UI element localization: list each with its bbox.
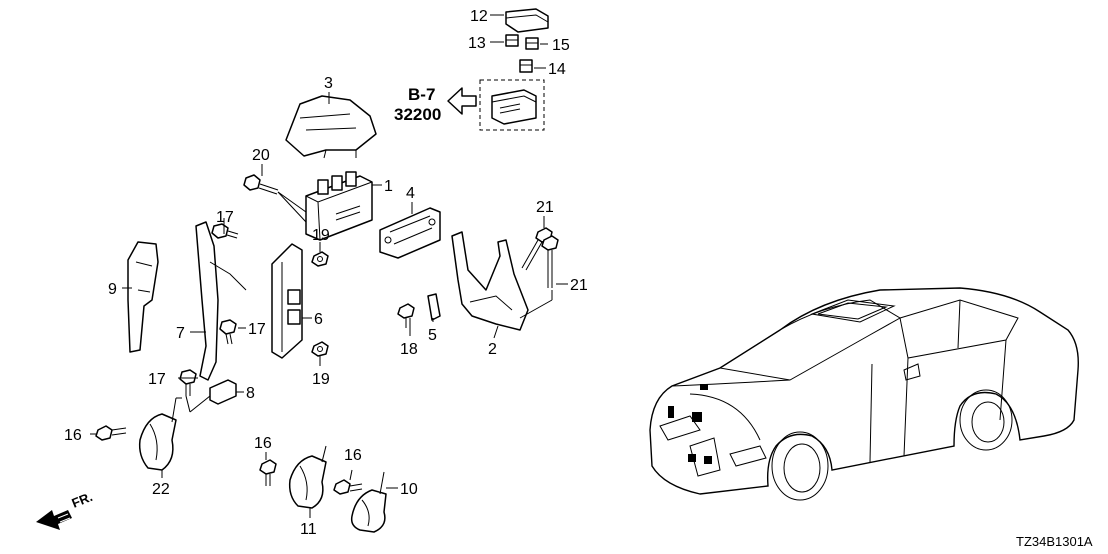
callout-12: 12 bbox=[470, 8, 488, 25]
part-10-horn bbox=[350, 471, 387, 533]
part-1-control-unit bbox=[305, 171, 373, 241]
callout-9: 9 bbox=[108, 281, 117, 298]
callout-2: 2 bbox=[488, 341, 497, 358]
callout-16-left: 16 bbox=[64, 427, 82, 444]
callout-13: 13 bbox=[468, 35, 486, 52]
callout-19-upper: 19 bbox=[312, 227, 330, 244]
part-5-clip bbox=[427, 293, 441, 321]
callout-4: 4 bbox=[406, 185, 415, 202]
callout-15: 15 bbox=[552, 37, 570, 54]
callout-21-lower: 21 bbox=[570, 277, 588, 294]
part-6-module bbox=[271, 243, 303, 359]
part-2-bracket bbox=[451, 231, 529, 331]
callout-16-middle: 16 bbox=[254, 435, 272, 452]
part-17-bolt-upper bbox=[211, 223, 239, 239]
callouts: 12 13 15 14 3 20 1 4 21 17 19 9 21 6 7 1… bbox=[64, 8, 588, 538]
part-16-bolt-right bbox=[333, 479, 363, 495]
callout-5: 5 bbox=[428, 327, 437, 344]
callout-17-lower: 17 bbox=[148, 371, 166, 388]
reference-arrow bbox=[447, 87, 477, 115]
part-17-bolt-lower bbox=[179, 369, 197, 396]
callout-8: 8 bbox=[246, 385, 255, 402]
reference-section: B-7 bbox=[408, 85, 435, 104]
part-14-relay bbox=[519, 59, 533, 73]
callout-17-upper: 17 bbox=[216, 209, 234, 226]
reference-fuse-box bbox=[479, 79, 545, 131]
callout-16-right: 16 bbox=[344, 447, 362, 464]
callout-18: 18 bbox=[400, 341, 418, 358]
part-13-relay bbox=[505, 34, 519, 47]
part-17-bolt-middle bbox=[219, 319, 237, 345]
callout-19-lower: 19 bbox=[312, 371, 330, 388]
callout-11: 11 bbox=[300, 521, 317, 538]
callout-7: 7 bbox=[176, 325, 185, 342]
part-22-horn bbox=[138, 397, 182, 471]
drawing-code: TZ34B1301A bbox=[1016, 534, 1093, 549]
callout-14: 14 bbox=[548, 61, 566, 78]
part-21-bolt-lower bbox=[541, 235, 559, 288]
callout-3: 3 bbox=[324, 75, 333, 92]
callout-21-upper: 21 bbox=[536, 199, 554, 216]
part-9-bracket bbox=[127, 241, 159, 353]
reference-number: 32200 bbox=[394, 105, 441, 124]
leader-lines bbox=[90, 14, 568, 518]
front-arrow bbox=[36, 510, 72, 530]
part-19-nut-upper bbox=[311, 251, 329, 267]
part-11-horn bbox=[288, 445, 327, 509]
part-18-bolt bbox=[397, 303, 415, 328]
callout-20: 20 bbox=[252, 147, 270, 164]
callout-17-middle: 17 bbox=[248, 321, 266, 338]
part-8-clip bbox=[209, 379, 237, 405]
part-16-bolt-middle bbox=[259, 459, 277, 486]
callout-10: 10 bbox=[400, 481, 418, 498]
part-20-bolt bbox=[243, 174, 279, 195]
part-15-relay bbox=[525, 37, 539, 50]
callout-6: 6 bbox=[314, 311, 323, 328]
part-4-bracket bbox=[379, 207, 441, 259]
part-16-bolt-left bbox=[95, 425, 127, 441]
front-arrow-label: FR. bbox=[70, 489, 95, 511]
callout-1: 1 bbox=[384, 178, 393, 195]
callout-22: 22 bbox=[152, 481, 170, 498]
part-7-bracket bbox=[195, 221, 247, 381]
part-3-cover bbox=[285, 95, 377, 159]
car-illustration bbox=[649, 287, 1079, 501]
part-12-relay-box bbox=[505, 8, 549, 33]
part-19-nut-lower bbox=[311, 341, 329, 357]
